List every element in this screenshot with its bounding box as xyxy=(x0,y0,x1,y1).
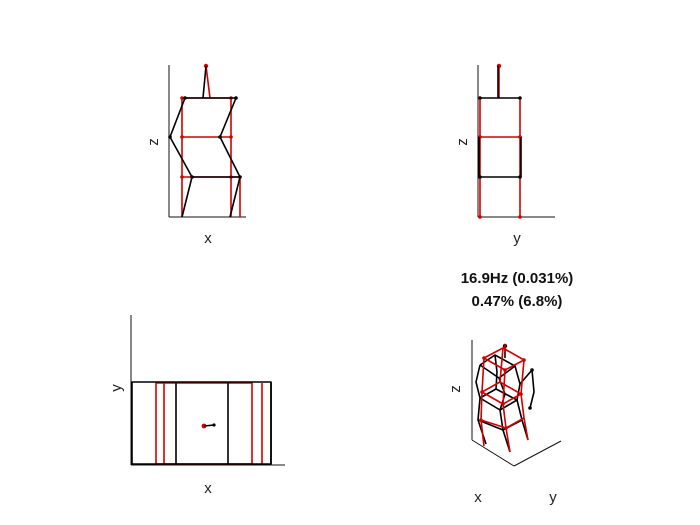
yz-z-axis-label: z xyxy=(454,138,471,146)
xy-x-axis-label: x xyxy=(204,480,212,497)
yz-undeformed-shape xyxy=(478,66,522,179)
xy-undeformed-shape xyxy=(131,381,272,465)
yz-y-axis-label: y xyxy=(513,230,521,247)
mode-frequency-text: 16.9Hz (0.031%) xyxy=(461,270,574,287)
iso-undeformed-shape xyxy=(475,343,535,453)
iso-deformed-shape xyxy=(479,344,529,453)
yz-deformed-shape xyxy=(478,63,522,219)
mode-damping-text: 0.47% (6.8%) xyxy=(472,293,563,310)
yz-view-panel: y z xyxy=(454,63,555,247)
xz-view-panel: x z xyxy=(145,63,246,247)
iso-z-axis-label: z xyxy=(447,385,464,393)
iso-x-axis-label: x xyxy=(474,489,482,506)
iso-view-panel: x y z xyxy=(447,340,562,506)
xy-deformed-shape xyxy=(155,382,263,465)
iso-x-axis xyxy=(471,439,515,467)
xz-x-axis-label: x xyxy=(204,230,212,247)
xz-undeformed-shape xyxy=(168,65,242,218)
iso-y-axis xyxy=(513,440,562,467)
xz-deformed-shape xyxy=(180,63,241,217)
iso-y-axis-label: y xyxy=(549,489,557,506)
xy-view-panel: x y xyxy=(108,315,285,497)
xy-y-axis-label: y xyxy=(108,384,125,392)
xz-z-axis-label: z xyxy=(145,138,162,146)
